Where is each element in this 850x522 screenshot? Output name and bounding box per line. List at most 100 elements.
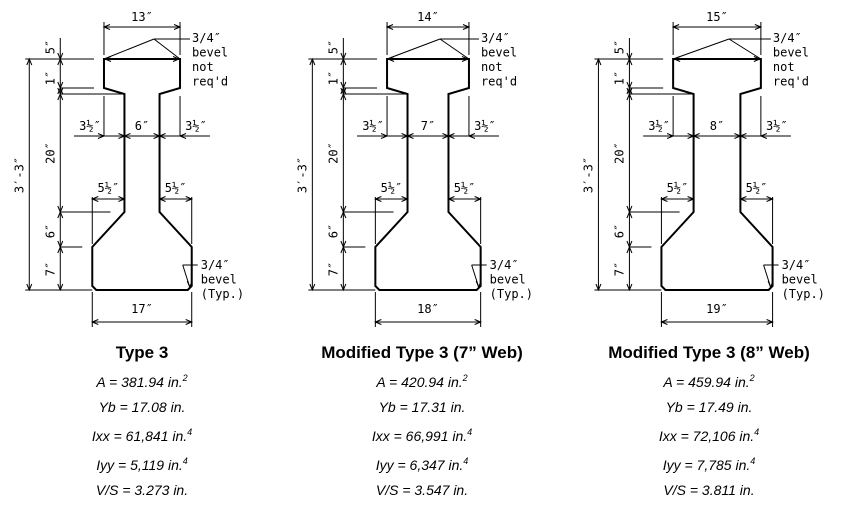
bottom-taper-height-label: 6″ xyxy=(43,224,57,238)
top-overhang-left-label: 3½″ xyxy=(362,119,384,133)
top-overhang-right-label: 3½″ xyxy=(766,119,788,133)
arrowhead-icon xyxy=(626,283,633,292)
arrowhead-icon xyxy=(671,24,680,30)
arrowhead-icon xyxy=(474,319,482,325)
arrowhead-icon xyxy=(172,56,181,62)
top-width-label: 15″ xyxy=(706,10,728,24)
web-height-label: 20″ xyxy=(326,142,340,164)
ixx: Ixx = 61,841 in.4 xyxy=(2,420,282,449)
leader-line xyxy=(439,38,470,60)
arrowhead-icon xyxy=(660,196,668,202)
arrowhead-icon xyxy=(340,283,347,292)
bottom-overhang-right-label: 5½″ xyxy=(454,181,476,195)
bottom-bevel-note: (Typ.) xyxy=(201,287,244,301)
ixx: Ixx = 66,991 in.4 xyxy=(282,420,562,449)
arrowhead-icon xyxy=(474,196,482,202)
total-height-label: 3′-3″ xyxy=(295,157,309,193)
arrowhead-icon xyxy=(57,92,64,101)
bottom-taper-height-label: 6″ xyxy=(612,224,626,238)
bottom-taper-height-label: 6″ xyxy=(326,224,340,238)
top-bevel-note: req'd xyxy=(481,75,517,89)
web-width-label: 8″ xyxy=(710,119,724,133)
leader-line xyxy=(386,38,441,60)
arrowhead-icon xyxy=(767,280,774,289)
girder-outline xyxy=(91,58,193,291)
top-bevel-note: bevel xyxy=(481,46,517,60)
web-height-label: 20″ xyxy=(43,142,57,164)
leader-line xyxy=(103,38,155,60)
arrowhead-icon xyxy=(340,57,347,66)
total-height-label: 3′-3″ xyxy=(581,157,595,193)
bottom-flange-height-label: 7″ xyxy=(612,262,626,276)
top-taper-height-label: 1″ xyxy=(43,71,57,85)
arrowhead-icon xyxy=(461,56,470,62)
bottom-flange-height-label: 7″ xyxy=(43,262,57,276)
area: A = 420.94 in.2 xyxy=(282,366,562,395)
web-width-label: 6″ xyxy=(135,119,149,133)
ixx: Ixx = 72,106 in.4 xyxy=(569,420,849,449)
top-overhang-right-label: 3½″ xyxy=(185,119,207,133)
arrowhead-icon xyxy=(687,196,695,202)
bottom-bevel-note: bevel xyxy=(490,273,526,287)
arrowhead-icon xyxy=(739,196,747,202)
arrowhead-icon xyxy=(185,319,194,325)
arrowhead-icon xyxy=(442,133,450,139)
arrowhead-icon xyxy=(26,283,33,292)
top-bevel-note: req'd xyxy=(192,75,228,89)
iyy-value: Iyy = 7,785 in. xyxy=(662,457,751,473)
bottom-flange-height-label: 7″ xyxy=(326,262,340,276)
top-flange-height-label: 5″ xyxy=(326,40,340,54)
arrowhead-icon xyxy=(666,133,675,139)
arrowhead-icon xyxy=(374,319,382,325)
arrowhead-icon xyxy=(186,280,193,289)
volume-surface: V/S = 3.547 in. xyxy=(375,482,469,498)
arrowhead-icon xyxy=(309,57,316,66)
girder-outline xyxy=(660,58,774,291)
arrowhead-icon xyxy=(173,24,182,30)
top-bevel-note: 3/4″ xyxy=(481,31,510,45)
iyy-exponent: 4 xyxy=(463,456,469,466)
cross-section-drawings: 13″3/4″bevelnotreq'd3½″6″3½″5½″5½″17″3/4… xyxy=(12,10,825,327)
section-title: Modified Type 3 (7” Web) xyxy=(321,343,523,362)
bottom-bevel-note: 3/4″ xyxy=(782,258,811,272)
girder-outline xyxy=(374,58,482,291)
arrowhead-icon xyxy=(401,133,409,139)
arrowhead-icon xyxy=(340,92,347,101)
arrowhead-icon xyxy=(385,24,394,30)
ixx-value: Ixx = 66,991 in. xyxy=(371,428,468,444)
bottom-bevel-note: bevel xyxy=(782,273,818,287)
arrowhead-icon xyxy=(626,245,633,254)
bottom-overhang-right-label: 5½″ xyxy=(165,181,187,195)
arrowhead-icon xyxy=(753,56,762,62)
top-bevel-note: bevel xyxy=(773,46,809,60)
arrowhead-icon xyxy=(626,92,633,101)
ixx-exponent: 4 xyxy=(187,427,193,437)
bottom-bevel-note: (Typ.) xyxy=(490,287,533,301)
arrowhead-icon xyxy=(595,283,602,292)
arrowhead-icon xyxy=(118,196,126,202)
arrowhead-icon xyxy=(102,24,111,30)
ixx-exponent: 4 xyxy=(754,427,760,437)
iyy-value: Iyy = 5,119 in. xyxy=(96,457,183,473)
arrowhead-icon xyxy=(57,245,64,254)
top-taper-height-label: 1″ xyxy=(326,71,340,85)
arrowhead-icon xyxy=(626,210,633,219)
bottom-width-label: 17″ xyxy=(131,302,153,316)
arrowhead-icon xyxy=(185,196,194,202)
iyy: Iyy = 5,119 in.4 xyxy=(2,449,282,478)
top-flange-height-label: 5″ xyxy=(43,40,57,54)
section-drawing: 14″3/4″bevelnotreq'd3½″7″3½″5½″5½″18″3/4… xyxy=(295,10,533,327)
area-exponent: 2 xyxy=(749,373,755,383)
arrowhead-icon xyxy=(153,133,161,139)
top-overhang-right-label: 3½″ xyxy=(474,119,496,133)
arrowhead-icon xyxy=(380,133,389,139)
arrowhead-icon xyxy=(754,24,763,30)
area: A = 459.94 in.2 xyxy=(569,366,849,395)
arrowhead-icon xyxy=(687,133,695,139)
arrowhead-icon xyxy=(90,319,99,325)
web-height-label: 20″ xyxy=(612,142,626,164)
arrowhead-icon xyxy=(766,319,774,325)
top-overhang-left-label: 3½″ xyxy=(648,119,670,133)
yb: Yb = 17.08 in. xyxy=(98,399,186,415)
